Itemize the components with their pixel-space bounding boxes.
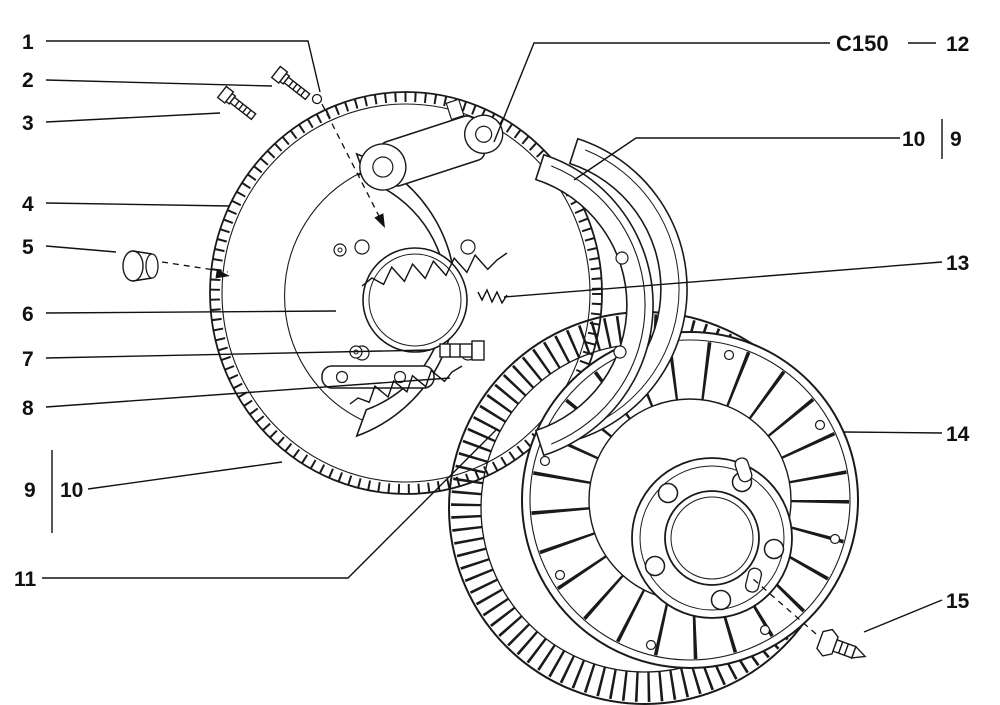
callout-2: 2 [22,69,34,92]
washer-item-1 [311,93,323,105]
callout-5: 5 [22,236,34,259]
bleeder-screw-item-15 [816,628,867,659]
callout-9-right: 9 [950,128,962,151]
callouts: 1 2 3 4 5 6 7 8 9 10 11 C150 12 10 9 13 … [14,31,970,613]
leader-lines [42,40,943,633]
callout-10-right: 10 [902,128,925,151]
callout-11: 11 [14,568,37,591]
callout-8: 8 [22,397,34,420]
callout-12: 12 [946,33,969,56]
hold-down-pin [333,243,347,257]
adjuster-bolt [439,340,485,361]
upper-return-spring [361,252,508,287]
callout-14: 14 [946,423,970,446]
wheel-cylinder [357,98,504,191]
adjuster-strut [321,365,435,389]
detached-brake-shoes [534,137,688,457]
callout-13: 13 [946,252,969,275]
cooling-fins [531,341,849,659]
callout-9-left: 9 [24,479,36,502]
callout-6: 6 [22,303,34,326]
brake-shoe-front [534,153,654,457]
return-springs [349,252,508,405]
callout-1: 1 [22,31,34,54]
callout-15: 15 [946,590,970,613]
callout-code-c150: C150 [836,31,889,56]
callout-7: 7 [22,348,34,371]
assembly-direction-lines [161,103,817,635]
fasteners [122,65,867,659]
adjuster-plug-item-5 [122,250,159,282]
bolt-item-3 [216,85,259,123]
lower-return-spring [349,365,463,405]
callout-10-left: 10 [60,479,83,502]
callout-3: 3 [22,112,34,135]
callout-4: 4 [22,193,34,216]
bolt-item-2 [270,65,313,103]
small-spring [477,288,508,305]
